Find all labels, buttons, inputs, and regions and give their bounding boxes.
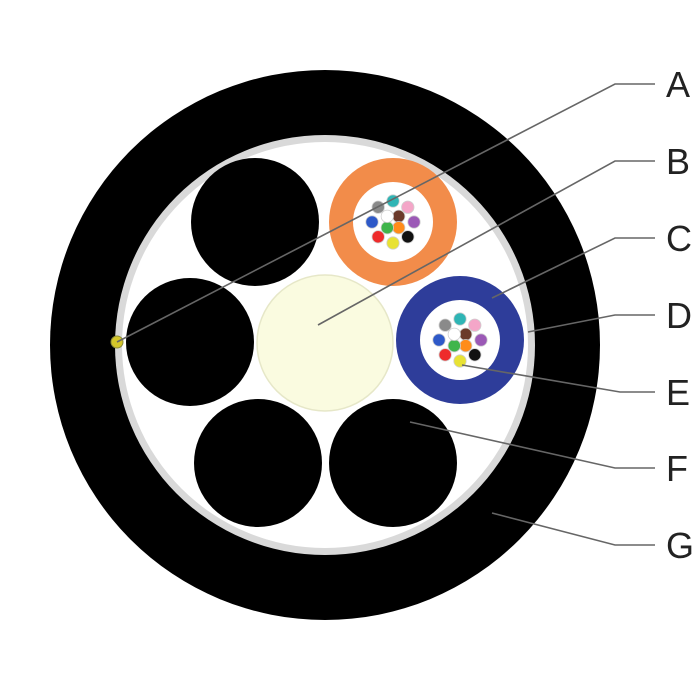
callout-label-b: B — [666, 141, 690, 182]
callout-label-f: F — [666, 448, 688, 489]
leader-line-d — [527, 314, 655, 333]
optical-fiber-blue-2 — [468, 318, 482, 332]
optical-fiber-orange-11 — [380, 221, 394, 235]
optical-fiber-orange-5 — [386, 236, 400, 250]
optical-fiber-orange-7 — [365, 215, 379, 229]
callout-label-c: C — [666, 218, 692, 259]
fiber-bundle-orange — [365, 194, 421, 250]
leader-line-c — [491, 237, 655, 299]
optical-fiber-orange-12 — [380, 209, 394, 223]
fiber-bundle-blue — [432, 312, 488, 368]
optical-fiber-blue-12 — [447, 327, 461, 341]
leader-line-e — [461, 364, 655, 393]
filler-rod-left — [126, 278, 254, 406]
leader-lines — [116, 83, 655, 546]
leader-line-a — [116, 83, 655, 343]
leader-line-b — [317, 160, 655, 326]
optical-fiber-blue-5 — [453, 354, 467, 368]
optical-fiber-blue-6 — [438, 348, 452, 362]
filler-rod-top-left — [191, 158, 319, 286]
central-strength-member — [256, 274, 394, 412]
callout-label-e: E — [666, 372, 690, 413]
optical-fiber-orange-6 — [371, 230, 385, 244]
optical-fiber-blue-7 — [432, 333, 446, 347]
optical-fiber-blue-3 — [474, 333, 488, 347]
optical-fiber-blue-1 — [453, 312, 467, 326]
filler-rod-bottom-right — [329, 399, 457, 527]
optical-fiber-orange-2 — [401, 200, 415, 214]
optical-fiber-orange-10 — [392, 221, 406, 235]
optical-fiber-orange-3 — [407, 215, 421, 229]
optical-fiber-blue-10 — [459, 339, 473, 353]
leader-line-f — [409, 421, 655, 469]
leader-line-g — [491, 512, 655, 546]
optical-fiber-blue-11 — [447, 339, 461, 353]
optical-fiber-orange-4 — [401, 230, 415, 244]
optical-fiber-blue-9 — [459, 327, 473, 341]
optical-fiber-blue-4 — [468, 348, 482, 362]
optical-fiber-blue-8 — [438, 318, 452, 332]
callout-label-d: D — [666, 295, 692, 336]
callout-label-a: A — [666, 64, 690, 105]
filler-rod-bottom-left — [194, 399, 322, 527]
loose-tube-orange-gel — [353, 182, 433, 262]
optical-fiber-orange-9 — [392, 209, 406, 223]
loose-tube-blue-gel — [420, 300, 500, 380]
callout-label-g: G — [666, 525, 694, 566]
